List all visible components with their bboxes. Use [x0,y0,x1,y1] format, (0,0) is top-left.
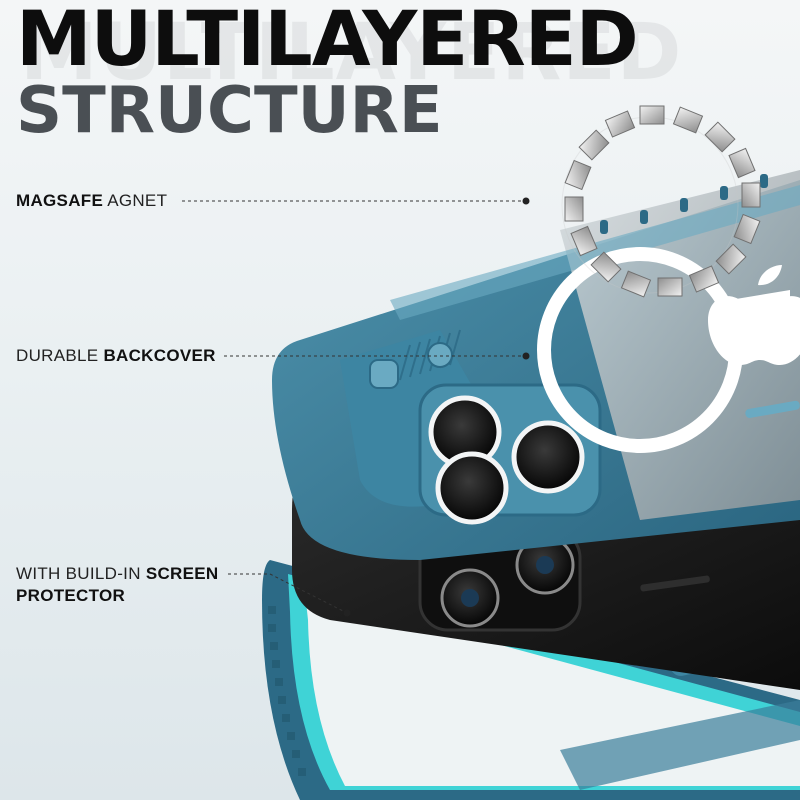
callout-screen-text: WITH BUILD-IN [16,564,146,583]
callout-screen-line2: PROTECTOR [16,586,126,605]
callout-backcover-bold: BACKCOVER [103,346,216,365]
callout-magsafe: MAGSAFE AGNET [16,190,167,212]
front-bumper-frame [262,560,800,800]
headline-line-1: MULTILAYERED [16,0,639,83]
apple-logo-icon [708,265,800,365]
magnet-ring [561,105,761,298]
headline-shadow: MULTILAYERED [20,8,683,98]
callout-screen-protector: WITH BUILD-IN SCREEN PROTECTOR [16,563,218,607]
callout-backcover-text: DURABLE [16,346,104,365]
callout-backcover: DURABLE BACKCOVER [16,345,216,367]
leader-dots [343,197,530,617]
leader-lines [182,200,524,613]
callout-screen-bold: SCREEN [145,564,219,583]
headline-line-2: STRUCTURE [16,74,443,148]
callout-magsafe-text: AGNET [103,191,168,210]
back-cover [272,170,800,560]
callout-magsafe-bold: MAGSAFE [16,191,104,210]
